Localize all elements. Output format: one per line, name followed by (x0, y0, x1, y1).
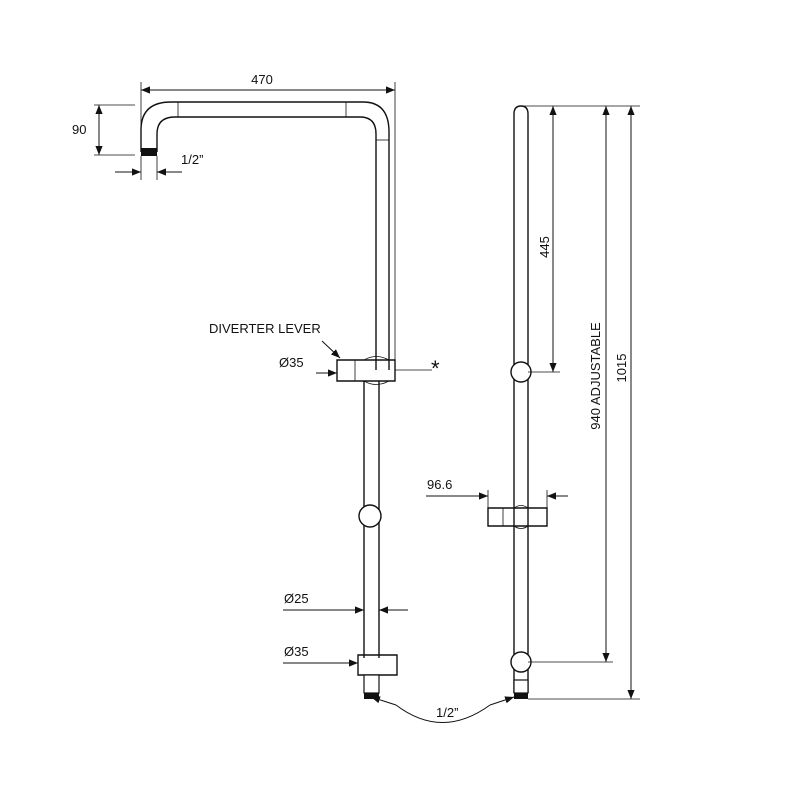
dim-arm-width: 470 (251, 72, 273, 87)
dim-rail-diameter: Ø25 (284, 591, 309, 606)
side-slider (487, 507, 548, 527)
bottom-elbow-body (357, 654, 398, 676)
riser-bracket (358, 504, 382, 528)
dim-bottom-diameter: Ø35 (284, 644, 309, 659)
shower-outlet-nipple (141, 148, 157, 156)
side-rail (513, 105, 529, 693)
asterisk-mark: * (431, 356, 440, 381)
front-view: 470 90 1/2” DIVERTER LEVER Ø35 * Ø25 Ø35 (72, 72, 440, 699)
dim-total-height: 1015 (614, 354, 629, 383)
dim-diverter-diameter: Ø35 (279, 355, 304, 370)
dim-inlet-spacing: 1/2” (436, 705, 458, 720)
dim-slider-width: 96.6 (427, 477, 452, 492)
inlet-spacing-dimension: 1/2” (370, 696, 515, 723)
shower-arm (140, 101, 390, 370)
side-view: 96.6 445 940 ADJUSTABLE 1015 (426, 105, 640, 700)
label-diverter-lever: DIVERTER LEVER (209, 321, 321, 336)
dim-upper-segment: 445 (537, 236, 552, 258)
shower-arm-inner (156, 116, 377, 370)
side-inlet-nipple (514, 693, 528, 699)
bottom-inlet-nipple (364, 693, 379, 699)
dim-arm-drop: 90 (72, 122, 86, 137)
diverter-body (336, 359, 396, 382)
dim-adjustable-height: 940 ADJUSTABLE (588, 322, 603, 430)
dim-arm-thread: 1/2” (181, 152, 203, 167)
